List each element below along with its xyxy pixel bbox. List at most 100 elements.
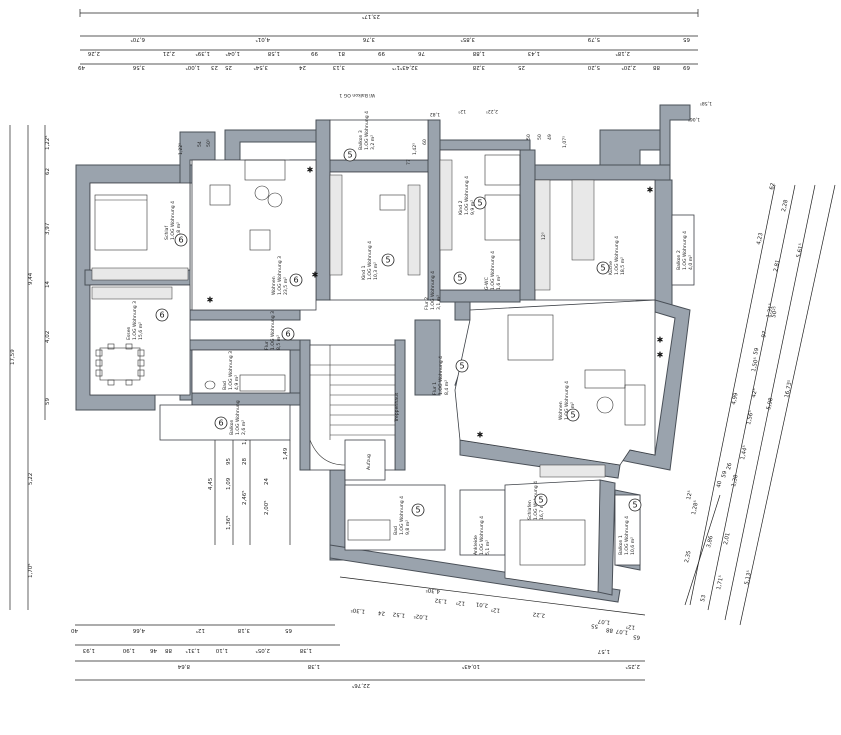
room-unit: 1.OG Wohnung 4 [682,231,688,270]
dim-label: 1,28⁵ [690,500,700,516]
dim-label: 1,31⁵ [765,303,775,319]
dim-label: 2,28 [781,199,790,213]
dim-label: 3,86 [706,535,715,549]
top-note: Wi Balkon OG 1 [339,92,375,98]
dim-label: 1,70⁵ [27,564,34,578]
room-area: 15,6 m² [138,322,144,340]
room-label-bad-bottom: Bad 1.OG Wohnung 4 9,8 m² 5 [393,496,425,535]
room-name: Aufzug [366,454,372,470]
room-name: Essen [126,326,132,340]
room-schlaf-area [89,182,191,271]
dim-label: 12⁵ [625,623,635,631]
dim-label: 3,54⁵ [254,64,268,71]
dim-label: 25 [225,64,232,70]
dim-label: 32,43⁵1⁷⁵ [392,64,418,71]
kitchen-island [571,179,595,261]
sofa [244,159,286,181]
bottom-row4-labels: 8,64 1,38 10,43⁵ 1,57 2,25⁵ [177,648,640,670]
section-dimensions: 4,45 1,09 1,36⁵ 95 28 1,20 1,49 2,46⁵ 24… [208,388,291,545]
room-label-flur1: Flur 1 1.OG Wohnung 4 8,4 m² 5 [432,356,469,395]
room-marker: 5 [477,199,482,208]
small-dim: 60 [422,139,428,145]
room-unit: 1.OG Wohnung 3 [132,301,138,340]
desk [379,194,406,211]
dim-label: 4,99 [731,392,740,406]
dim-label: 9,44 [28,272,34,285]
room-unit: 1.OG Wohnung 4 [564,381,570,420]
room-name: Balkon 2 [676,250,682,270]
room-area: 4,9 m² [234,375,240,390]
wardrobe [539,464,606,478]
bed [484,194,521,241]
plant-icon: ✱ [477,431,484,440]
room-balkon2-area [671,214,695,286]
bottom-dimension-chains: 4,30⁵ 1,30⁵ 24 1,52 1,02⁵ 1,32 12⁵ 2,01 … [71,576,646,689]
dim-label: 40 [71,627,78,633]
dim-label: 1,00⁵ [186,64,200,71]
room-name: Kind 2 [458,200,464,215]
dim-label: 5,79 [587,36,600,42]
dim-label: 1,22⁵ [44,136,51,150]
room-unit: 1.OG Wohnung 4 [438,356,444,395]
room-name: Küche [608,261,614,275]
dim-label: 4,66 [132,627,145,633]
room-marker: 5 [538,496,543,505]
room-area: 16,7 m² [539,502,545,520]
dim-label: 1,32 [435,597,448,604]
dim-label: 2,00⁵ [263,501,270,515]
dim-label: 2,01 [476,601,489,608]
room-marker: 5 [347,151,352,160]
dim-label: 26 [726,462,733,471]
armchair [209,184,231,206]
room-marker: 6 [218,419,223,428]
room-name: Flur 1 [432,382,438,395]
room-unit: 1.OG Wohnung 4 [614,236,620,275]
room-bad-bottom-area [344,484,446,551]
dim-label: 88 [605,626,613,633]
room-unit: 1.OG Wohnung 4 [479,516,485,555]
room-area: 8,4 m² [444,380,450,395]
wardrobe [439,159,453,251]
dim-label: 1,56⁵ [745,410,755,426]
small-dim: 50 [526,134,532,140]
top-dimension-chains: 23,17⁵ 6,70⁵ 4,01⁵ 3,76 3,85⁵ 5,79 65 2,… [78,9,699,71]
dim-label: 3,85⁵ [461,36,475,43]
dim-label: 1,38 [307,663,320,669]
room-name: Schlaf [164,226,170,240]
room-marker: 6 [178,236,183,245]
room-label-schlaf: Schlaf 1.OG Wohnung 4 12,8 m² 6 [164,201,188,247]
room-area: 2,6 m² [241,420,247,435]
dim-label: 28 [242,458,248,465]
dim-label: 4,01⁵ [256,36,270,43]
dim-label: 4,02 [45,331,51,343]
room-label-wohnen-right: Wohnen 1.OG Wohnung 4 41,9 m² 5 [558,381,580,422]
room-wohnen-left-area [191,159,317,311]
dim-label: 24 [377,609,385,616]
dim-label: 2,01 [723,532,731,545]
dim-label: 24 [264,478,270,485]
dim-label: 12⁵ [455,599,465,607]
small-dim: 49 [547,134,553,140]
room-area: 10,3 m² [373,262,379,280]
room-name: G-WC [484,277,490,290]
dim-label: 62 [769,182,776,190]
dim-label: 1,31⁵ [186,647,200,654]
dim-label: 16,73⁵ [783,379,794,398]
dim-label: 46 [150,647,157,653]
dim-label: 4,45 [208,477,214,490]
room-name: Bad [393,526,399,535]
dim-label: 10,43⁵ [462,663,480,670]
room-wohnen-right-area [454,299,656,466]
dining-table [507,314,554,361]
room-marker: 5 [600,264,605,273]
room-area: 23,5 m² [283,277,289,295]
room-marker: 6 [293,276,298,285]
room-area: 9,8 m² [405,520,411,535]
room-name: Treppenhaus [394,392,400,423]
kitchen-unit [534,179,551,291]
room-marker: 5 [457,274,462,283]
dim-label: 25 [518,64,525,70]
dim-label: 2,22 [533,611,546,618]
dim-label: 4,30⁵ [425,586,440,595]
